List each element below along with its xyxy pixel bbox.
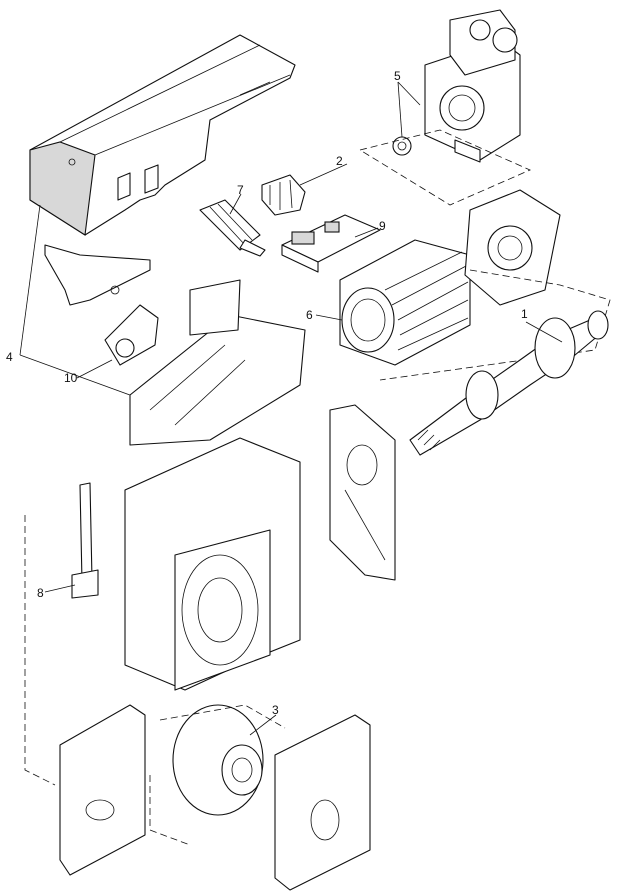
part-8-pinion-shaft [71, 482, 99, 599]
callout-7: 7 [237, 183, 244, 197]
right-plate [329, 404, 396, 581]
top-cover [29, 34, 296, 236]
part-3-gear [172, 704, 264, 816]
end-flange [464, 189, 561, 306]
part-9-circuit-board [281, 214, 381, 273]
bottom-left-cover [59, 704, 146, 876]
guide-line-3 [24, 515, 56, 786]
part-5-bearing [392, 136, 412, 156]
gearbox-body [124, 437, 301, 691]
callout-leaders [19, 81, 563, 736]
guide-line [358, 129, 531, 206]
upper-bracket [424, 9, 521, 163]
callout-2: 2 [336, 154, 343, 168]
callout-8: 8 [37, 586, 44, 600]
callout-4: 4 [6, 350, 13, 364]
guide-line-5 [149, 775, 191, 846]
part-7-worm-gear [199, 199, 266, 257]
base-bracket [129, 279, 306, 446]
small-lever [44, 244, 151, 306]
callout-10: 10 [64, 371, 78, 385]
part-2-component [261, 174, 306, 216]
part-6-motor-housing [339, 239, 471, 366]
callout-3: 3 [272, 703, 279, 717]
callout-1: 1 [521, 307, 528, 321]
callouts: 1 2 3 4 5 6 7 8 9 10 [6, 69, 528, 717]
callout-5: 5 [394, 69, 401, 83]
bottom-right-plate [274, 714, 371, 891]
part-10-component [104, 304, 159, 366]
callout-9: 9 [379, 219, 386, 233]
part-1-shaft [409, 310, 609, 456]
guide-line-4 [159, 704, 286, 729]
callout-6: 6 [306, 308, 313, 322]
